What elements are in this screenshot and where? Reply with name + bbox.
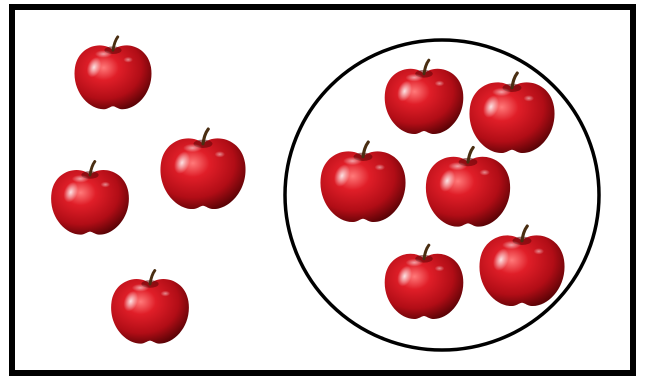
apple-icon: [111, 271, 189, 344]
apple-icon: [479, 226, 564, 306]
apple-icon: [385, 60, 464, 134]
apple-icon: [75, 37, 152, 109]
apple-icon: [160, 129, 245, 209]
apple-icon: [385, 245, 464, 319]
apples-inside-group: [320, 60, 564, 319]
apple-icon: [426, 147, 510, 226]
apples-outside-group: [51, 37, 245, 344]
apple-icon: [469, 73, 554, 153]
apple-icon: [320, 142, 405, 222]
apple-icon: [51, 162, 129, 235]
